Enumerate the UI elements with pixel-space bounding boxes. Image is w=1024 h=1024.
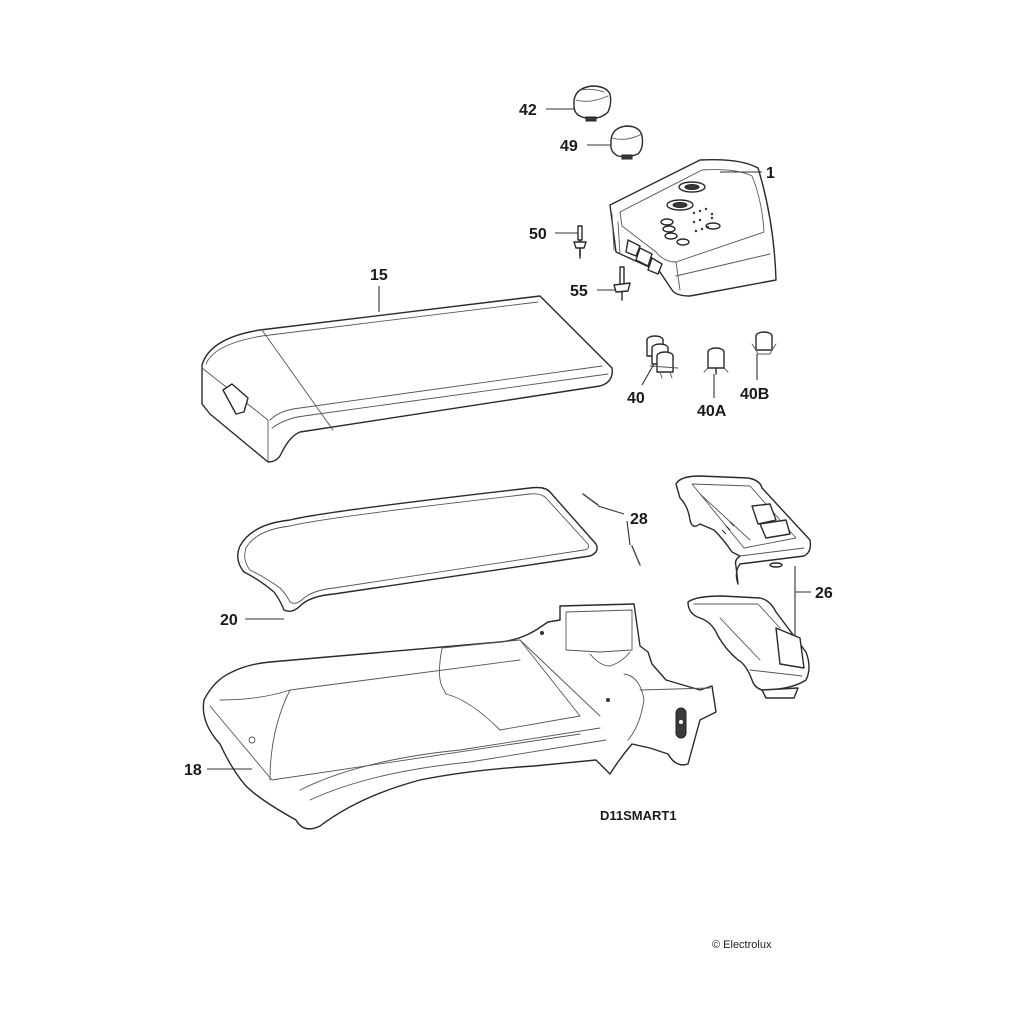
part-18-frame[interactable]: [202, 603, 717, 830]
part-26-dispenser[interactable]: [675, 475, 812, 699]
part-55-pin[interactable]: [613, 266, 631, 301]
label-20: 20: [220, 612, 238, 629]
part-40A-button[interactable]: [703, 347, 729, 375]
label-50: 50: [529, 226, 547, 243]
part-49-knob[interactable]: [610, 125, 644, 160]
part-40-buttons[interactable]: [646, 335, 679, 379]
leader-26: [794, 566, 811, 636]
label-40B: 40B: [740, 386, 769, 403]
part-40B-button[interactable]: [751, 331, 777, 355]
label-55: 55: [570, 283, 588, 300]
part-1-control-panel[interactable]: [609, 158, 777, 297]
part-42-knob[interactable]: [573, 85, 612, 122]
part-50-pin[interactable]: [573, 225, 587, 259]
label-40: 40: [627, 390, 645, 407]
part-28-pins[interactable]: [582, 493, 641, 566]
label-40A: 40A: [697, 403, 727, 420]
leader-40: [641, 363, 655, 386]
label-1: 1: [766, 165, 775, 182]
label-26: 26: [815, 585, 833, 602]
label-49: 49: [560, 138, 578, 155]
copyright-notice: © Electrolux: [712, 939, 772, 951]
part-15-lid[interactable]: [201, 295, 613, 463]
label-28: 28: [630, 511, 648, 528]
label-42: 42: [519, 102, 537, 119]
label-15: 15: [370, 267, 388, 284]
label-18: 18: [184, 762, 202, 779]
part-20-gasket[interactable]: [237, 486, 598, 613]
leader-28: [597, 505, 631, 546]
model-code: D11SMART1: [600, 808, 677, 823]
